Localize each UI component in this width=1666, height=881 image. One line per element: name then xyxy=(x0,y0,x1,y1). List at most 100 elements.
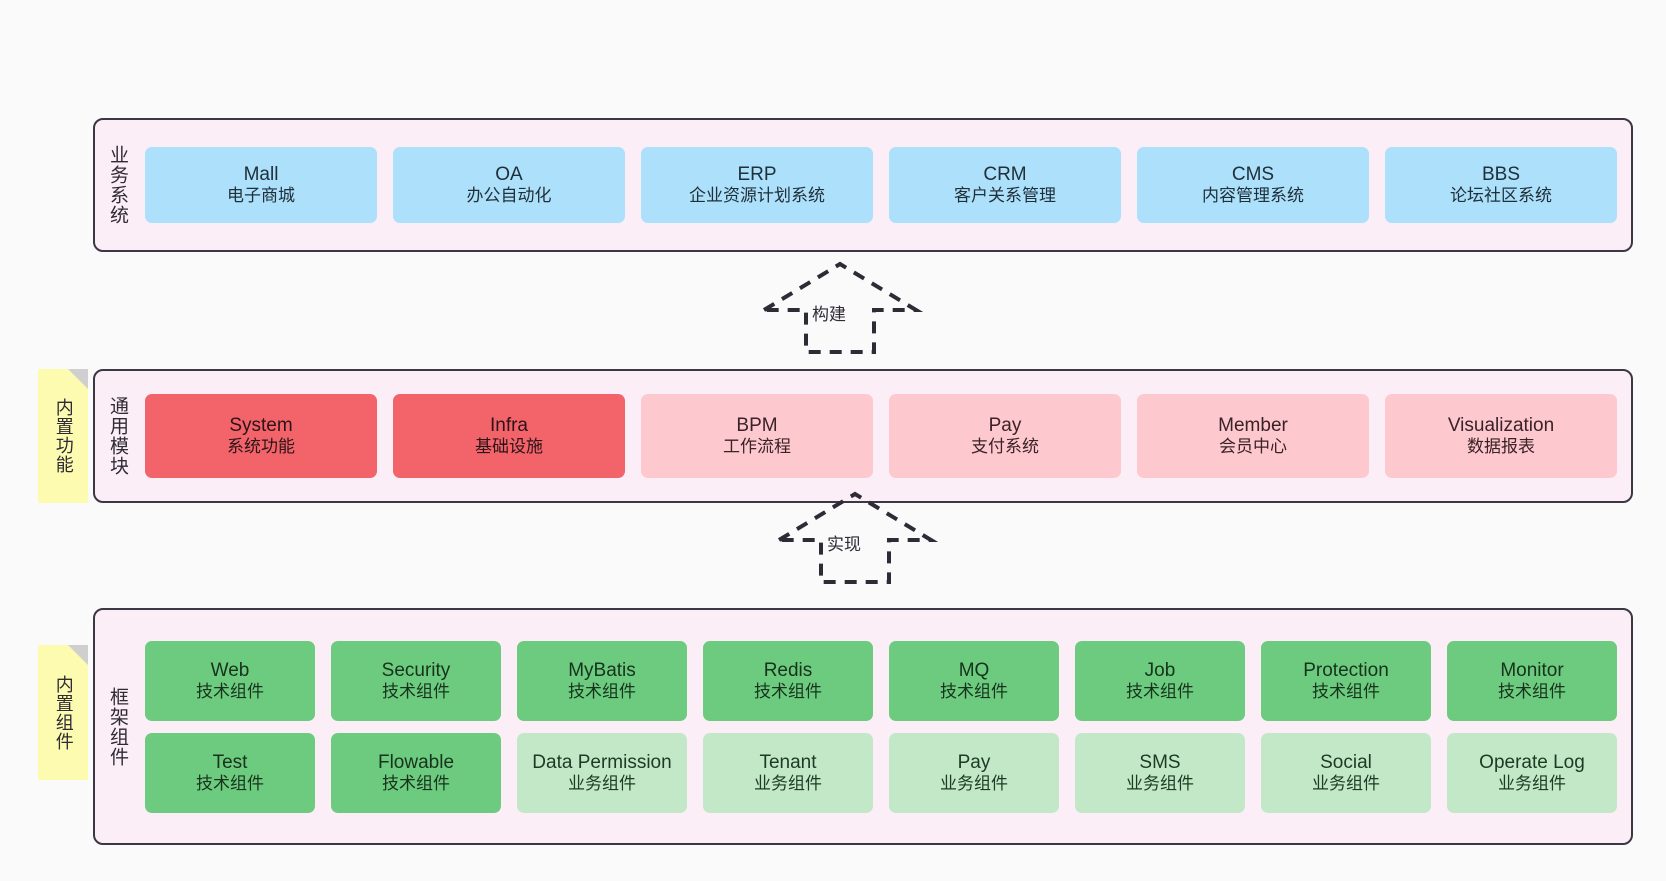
layer-title-modules: 通用模块 xyxy=(107,396,129,476)
card-title: Operate Log xyxy=(1479,751,1585,773)
card-title: Infra xyxy=(489,415,529,437)
card-row: Mall 电子商城 OA 办公自动化 ERP 企业资源计划系统 CRM 客户关系… xyxy=(145,147,1617,223)
card-monitor[interactable]: Monitor 技术组件 xyxy=(1447,640,1617,721)
card-protection[interactable]: Protection 技术组件 xyxy=(1261,640,1431,721)
card-title: Monitor xyxy=(1500,659,1564,681)
sticky-note-label: 内置功能 xyxy=(53,398,74,474)
card-title: Web xyxy=(210,659,250,681)
card-title: Protection xyxy=(1303,659,1389,681)
card-bpm[interactable]: BPM 工作流程 xyxy=(641,394,873,478)
layer-body-business: Mall 电子商城 OA 办公自动化 ERP 企业资源计划系统 CRM 客户关系… xyxy=(139,120,1631,250)
card-subtitle: 业务组件 xyxy=(1312,773,1380,793)
card-title: Data Permission xyxy=(532,751,672,773)
card-mybatis[interactable]: MyBatis 技术组件 xyxy=(517,640,687,721)
layer-common-modules: 通用模块 System 系统功能 Infra 基础设施 BPM 工作流程 Pay… xyxy=(93,369,1633,503)
card-subtitle: 技术组件 xyxy=(382,681,450,701)
card-title: CMS xyxy=(1231,164,1275,186)
hollow-arrow-up-icon xyxy=(771,491,939,584)
layer-title-business: 业务系统 xyxy=(107,145,129,225)
card-infra[interactable]: Infra 基础设施 xyxy=(393,394,625,478)
card-subtitle: 技术组件 xyxy=(382,773,450,793)
card-test[interactable]: Test 技术组件 xyxy=(145,732,315,813)
card-subtitle: 数据报表 xyxy=(1467,437,1535,457)
card-security[interactable]: Security 技术组件 xyxy=(331,640,501,721)
card-title: Member xyxy=(1218,415,1288,437)
layer-body-modules: System 系统功能 Infra 基础设施 BPM 工作流程 Pay 支付系统… xyxy=(139,371,1631,501)
card-web[interactable]: Web 技术组件 xyxy=(145,640,315,721)
card-subtitle: 基础设施 xyxy=(475,437,543,457)
card-redis[interactable]: Redis 技术组件 xyxy=(703,640,873,721)
card-erp[interactable]: ERP 企业资源计划系统 xyxy=(641,147,873,223)
card-subtitle: 业务组件 xyxy=(940,773,1008,793)
card-subtitle: 业务组件 xyxy=(754,773,822,793)
card-crm[interactable]: CRM 客户关系管理 xyxy=(889,147,1121,223)
layer-body-framework: Web 技术组件 Security 技术组件 MyBatis 技术组件 Redi… xyxy=(139,610,1631,843)
card-subtitle: 技术组件 xyxy=(1498,681,1566,701)
card-sms[interactable]: SMS 业务组件 xyxy=(1075,732,1245,813)
card-title: BBS xyxy=(1481,164,1521,186)
card-social[interactable]: Social 业务组件 xyxy=(1261,732,1431,813)
card-subtitle: 技术组件 xyxy=(940,681,1008,701)
card-subtitle: 业务组件 xyxy=(1498,773,1566,793)
card-subtitle: 业务组件 xyxy=(568,773,636,793)
card-title: Test xyxy=(212,751,248,773)
sticky-note-builtin-components: 内置组件 xyxy=(38,645,88,780)
sticky-note-builtin-features: 内置功能 xyxy=(38,369,88,503)
card-mall[interactable]: Mall 电子商城 xyxy=(145,147,377,223)
card-title: Tenant xyxy=(759,751,817,773)
card-cms[interactable]: CMS 内容管理系统 xyxy=(1137,147,1369,223)
sticky-note-label: 内置组件 xyxy=(53,674,74,751)
card-title: Security xyxy=(381,659,451,681)
layer-framework-components: 框架组件 Web 技术组件 Security 技术组件 MyBatis 技术组件… xyxy=(93,608,1633,845)
card-row: System 系统功能 Infra 基础设施 BPM 工作流程 Pay 支付系统… xyxy=(145,394,1617,478)
card-subtitle: 技术组件 xyxy=(568,681,636,701)
card-subtitle: 业务组件 xyxy=(1126,773,1194,793)
card-flowable[interactable]: Flowable 技术组件 xyxy=(331,732,501,813)
layer-business-systems: 业务系统 Mall 电子商城 OA 办公自动化 ERP 企业资源计划系统 CRM… xyxy=(93,118,1633,252)
card-title: MyBatis xyxy=(568,659,636,681)
card-subtitle: 技术组件 xyxy=(754,681,822,701)
connector-label: 构建 xyxy=(812,305,846,324)
card-bbs[interactable]: BBS 论坛社区系统 xyxy=(1385,147,1617,223)
connector-implement: 实现 xyxy=(765,488,945,588)
card-subtitle: 电子商城 xyxy=(227,186,295,206)
card-subtitle: 技术组件 xyxy=(1126,681,1194,701)
card-title: Redis xyxy=(763,659,813,681)
card-subtitle: 系统功能 xyxy=(227,437,295,457)
hollow-arrow-up-icon xyxy=(756,261,924,354)
card-tenant[interactable]: Tenant 业务组件 xyxy=(703,732,873,813)
connector-label: 实现 xyxy=(827,535,861,554)
card-title: ERP xyxy=(737,164,777,186)
card-system[interactable]: System 系统功能 xyxy=(145,394,377,478)
card-row: Web 技术组件 Security 技术组件 MyBatis 技术组件 Redi… xyxy=(145,640,1617,721)
card-subtitle: 企业资源计划系统 xyxy=(689,186,825,206)
card-operate-log[interactable]: Operate Log 业务组件 xyxy=(1447,732,1617,813)
card-subtitle: 论坛社区系统 xyxy=(1450,186,1552,206)
card-pay-module[interactable]: Pay 支付系统 xyxy=(889,394,1121,478)
card-title: Flowable xyxy=(377,751,455,773)
card-title: BPM xyxy=(736,415,778,437)
card-member[interactable]: Member 会员中心 xyxy=(1137,394,1369,478)
card-title: MQ xyxy=(958,659,990,681)
layer-title-framework: 框架组件 xyxy=(107,686,129,767)
card-title: Visualization xyxy=(1447,415,1555,437)
card-data-permission[interactable]: Data Permission 业务组件 xyxy=(517,732,687,813)
card-visualization[interactable]: Visualization 数据报表 xyxy=(1385,394,1617,478)
card-subtitle: 技术组件 xyxy=(1312,681,1380,701)
card-mq[interactable]: MQ 技术组件 xyxy=(889,640,1059,721)
card-subtitle: 技术组件 xyxy=(196,681,264,701)
card-title: Social xyxy=(1320,751,1372,773)
card-job[interactable]: Job 技术组件 xyxy=(1075,640,1245,721)
card-row: Test 技术组件 Flowable 技术组件 Data Permission … xyxy=(145,732,1617,813)
card-subtitle: 办公自动化 xyxy=(466,186,552,206)
card-pay-component[interactable]: Pay 业务组件 xyxy=(889,732,1059,813)
card-title: OA xyxy=(495,164,523,186)
connector-build: 构建 xyxy=(750,258,930,358)
card-title: Pay xyxy=(988,415,1022,437)
card-subtitle: 会员中心 xyxy=(1219,437,1287,457)
card-subtitle: 工作流程 xyxy=(723,437,791,457)
card-subtitle: 内容管理系统 xyxy=(1202,186,1304,206)
card-oa[interactable]: OA 办公自动化 xyxy=(393,147,625,223)
card-subtitle: 客户关系管理 xyxy=(954,186,1056,206)
